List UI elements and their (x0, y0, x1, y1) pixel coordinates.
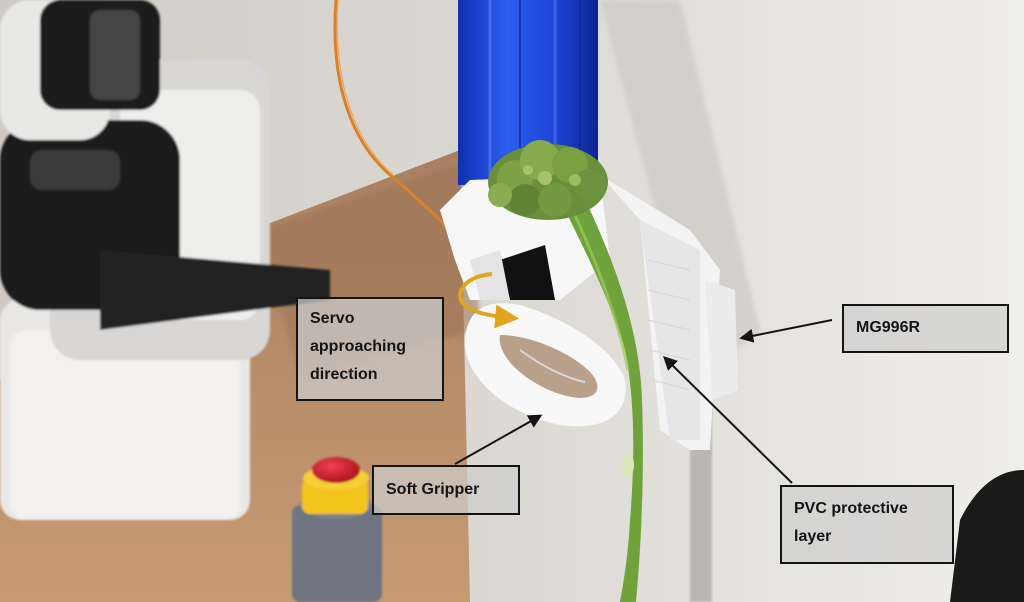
soft-gripper-loop (464, 303, 626, 427)
emergency-stop (292, 457, 382, 602)
orange-cable (333, 0, 457, 237)
label-pvc-line-1: PVC protective (794, 500, 908, 517)
leader-line-mg996r (739, 319, 833, 343)
label-servo-line-3: direction (310, 366, 378, 383)
label-servo-line-1: Servo (310, 310, 355, 327)
broccoli-floret (488, 140, 608, 220)
label-mg996r-text: MG996R (856, 319, 921, 336)
label-servo-approaching-direction: Servo approaching direction (296, 297, 444, 401)
label-soft-gripper: Soft Gripper (372, 465, 520, 515)
leader-line-soft-gripper (454, 414, 543, 465)
dark-object (950, 470, 1024, 602)
servo-direction-arrow (458, 272, 520, 329)
label-soft-gripper-text: Soft Gripper (386, 481, 480, 498)
robot-arm-unit (0, 0, 330, 520)
broccoli-stem (560, 200, 643, 602)
label-pvc-line-2: layer (794, 528, 832, 545)
label-servo-line-2: approaching (310, 338, 407, 355)
label-pvc-protective-layer: PVC protective layer (780, 485, 954, 564)
leader-line-pvc (663, 356, 793, 484)
label-mg996r: MG996R (842, 304, 1009, 353)
